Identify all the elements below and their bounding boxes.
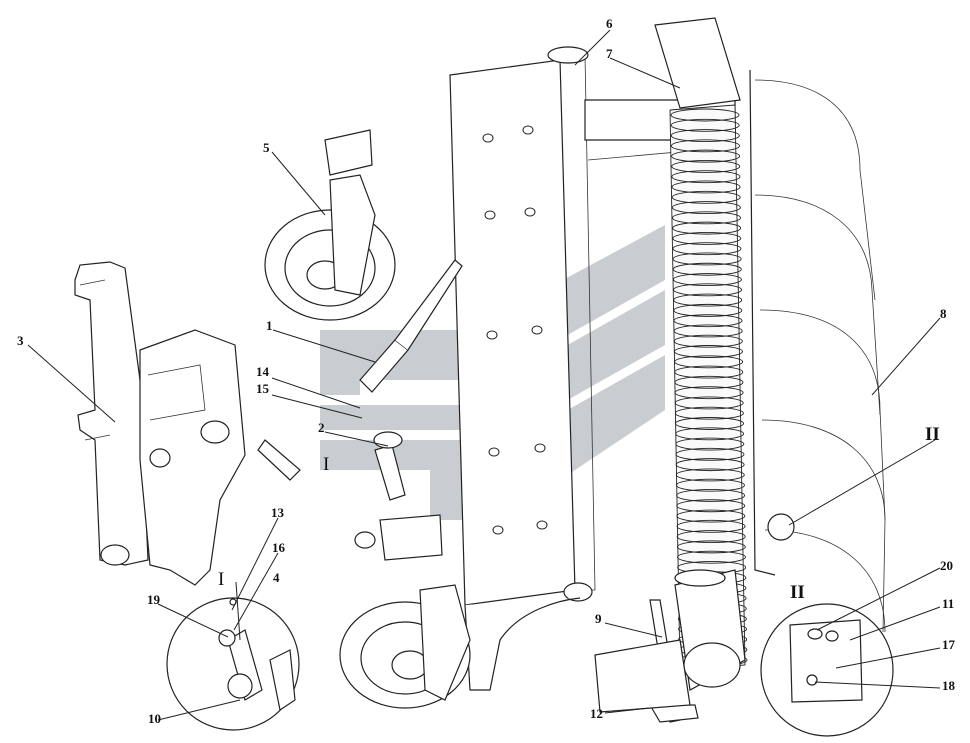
leader-lines: [27, 29, 941, 721]
brush-coil: [672, 231, 742, 245]
upper-wheel: [264, 129, 396, 321]
brush-coil: [675, 437, 745, 451]
detail-mark-II-circle: II: [790, 582, 805, 603]
callout-11: 11: [942, 596, 954, 611]
brush-coil: [676, 530, 746, 544]
brush-coil: [676, 519, 746, 533]
detail-I: [166, 597, 300, 731]
callout-14: 14: [256, 364, 270, 379]
brush-coil: [672, 211, 741, 225]
callout-2: 2: [318, 420, 325, 435]
brush-coil: [675, 478, 745, 492]
brush-coil: [674, 365, 744, 379]
brush-coil: [674, 345, 743, 358]
brush-coil: [676, 509, 746, 523]
stand-leg: [594, 599, 699, 723]
detail-mark-I-circle: I: [218, 569, 224, 590]
callout-16: 16: [272, 540, 286, 555]
brush-coil: [673, 334, 743, 348]
hitch-frame: [74, 261, 246, 586]
brush-coil: [672, 273, 742, 286]
brush-coil: [672, 262, 742, 276]
brush-coil: [672, 252, 742, 266]
detail-mark-II-blade: II: [925, 424, 940, 445]
brush-coil: [672, 221, 742, 235]
brush-coil: [673, 293, 743, 307]
brush-coil: [670, 108, 740, 122]
callout-1: 1: [266, 318, 273, 333]
brush-coil: [674, 386, 744, 400]
callout-8: 8: [940, 306, 947, 321]
brush-coil: [671, 180, 741, 194]
brush-coil: [674, 396, 744, 410]
callout-15: 15: [256, 381, 270, 396]
callout-6: 6: [606, 16, 613, 31]
brush-coil: [676, 499, 746, 513]
brush-coil: [673, 314, 743, 328]
callout-9: 9: [595, 611, 602, 626]
detail-mark-I-near-rod: I: [323, 454, 329, 475]
scraper-blades: [749, 69, 886, 633]
callout-19: 19: [147, 592, 161, 607]
brush-coil: [671, 139, 740, 153]
brush-coil: [675, 427, 745, 441]
callout-7: 7: [606, 46, 613, 61]
detail-II: [760, 513, 894, 737]
brush-coil: [675, 458, 745, 472]
brush-coil: [671, 159, 741, 173]
callout-17: 17: [942, 637, 956, 652]
callout-12: 12: [590, 706, 603, 721]
callout-3: 3: [17, 333, 24, 348]
brush-coil: [674, 406, 744, 420]
brush-coil: [676, 489, 746, 502]
brush-coil: [674, 375, 744, 389]
callout-13: 13: [271, 505, 285, 520]
end-drum: [674, 569, 746, 691]
brush-coil: [671, 190, 741, 204]
link-rods: [257, 259, 463, 549]
callout-5: 5: [263, 140, 270, 155]
brush-coil: [675, 468, 745, 482]
brush-coil: [673, 283, 743, 297]
brush-coil: [673, 303, 743, 317]
brush-coil: [674, 355, 744, 369]
brush-coil: [677, 550, 746, 564]
brush-coil: [671, 149, 741, 163]
lower-wheel: [339, 514, 471, 709]
callout-20: 20: [940, 558, 953, 573]
brush-coil: [671, 170, 741, 184]
callout-4: 4: [273, 570, 280, 585]
brush-coil: [672, 242, 742, 256]
brush-coil: [675, 417, 744, 430]
brush-coil: [671, 201, 741, 214]
brush-coil: [670, 118, 740, 132]
callout-18: 18: [942, 678, 956, 693]
brush-coil: [670, 129, 740, 143]
brush-coil: [675, 447, 745, 461]
callout-10: 10: [148, 711, 161, 726]
brush-coil: [676, 540, 746, 554]
brush-coil: [673, 324, 743, 338]
